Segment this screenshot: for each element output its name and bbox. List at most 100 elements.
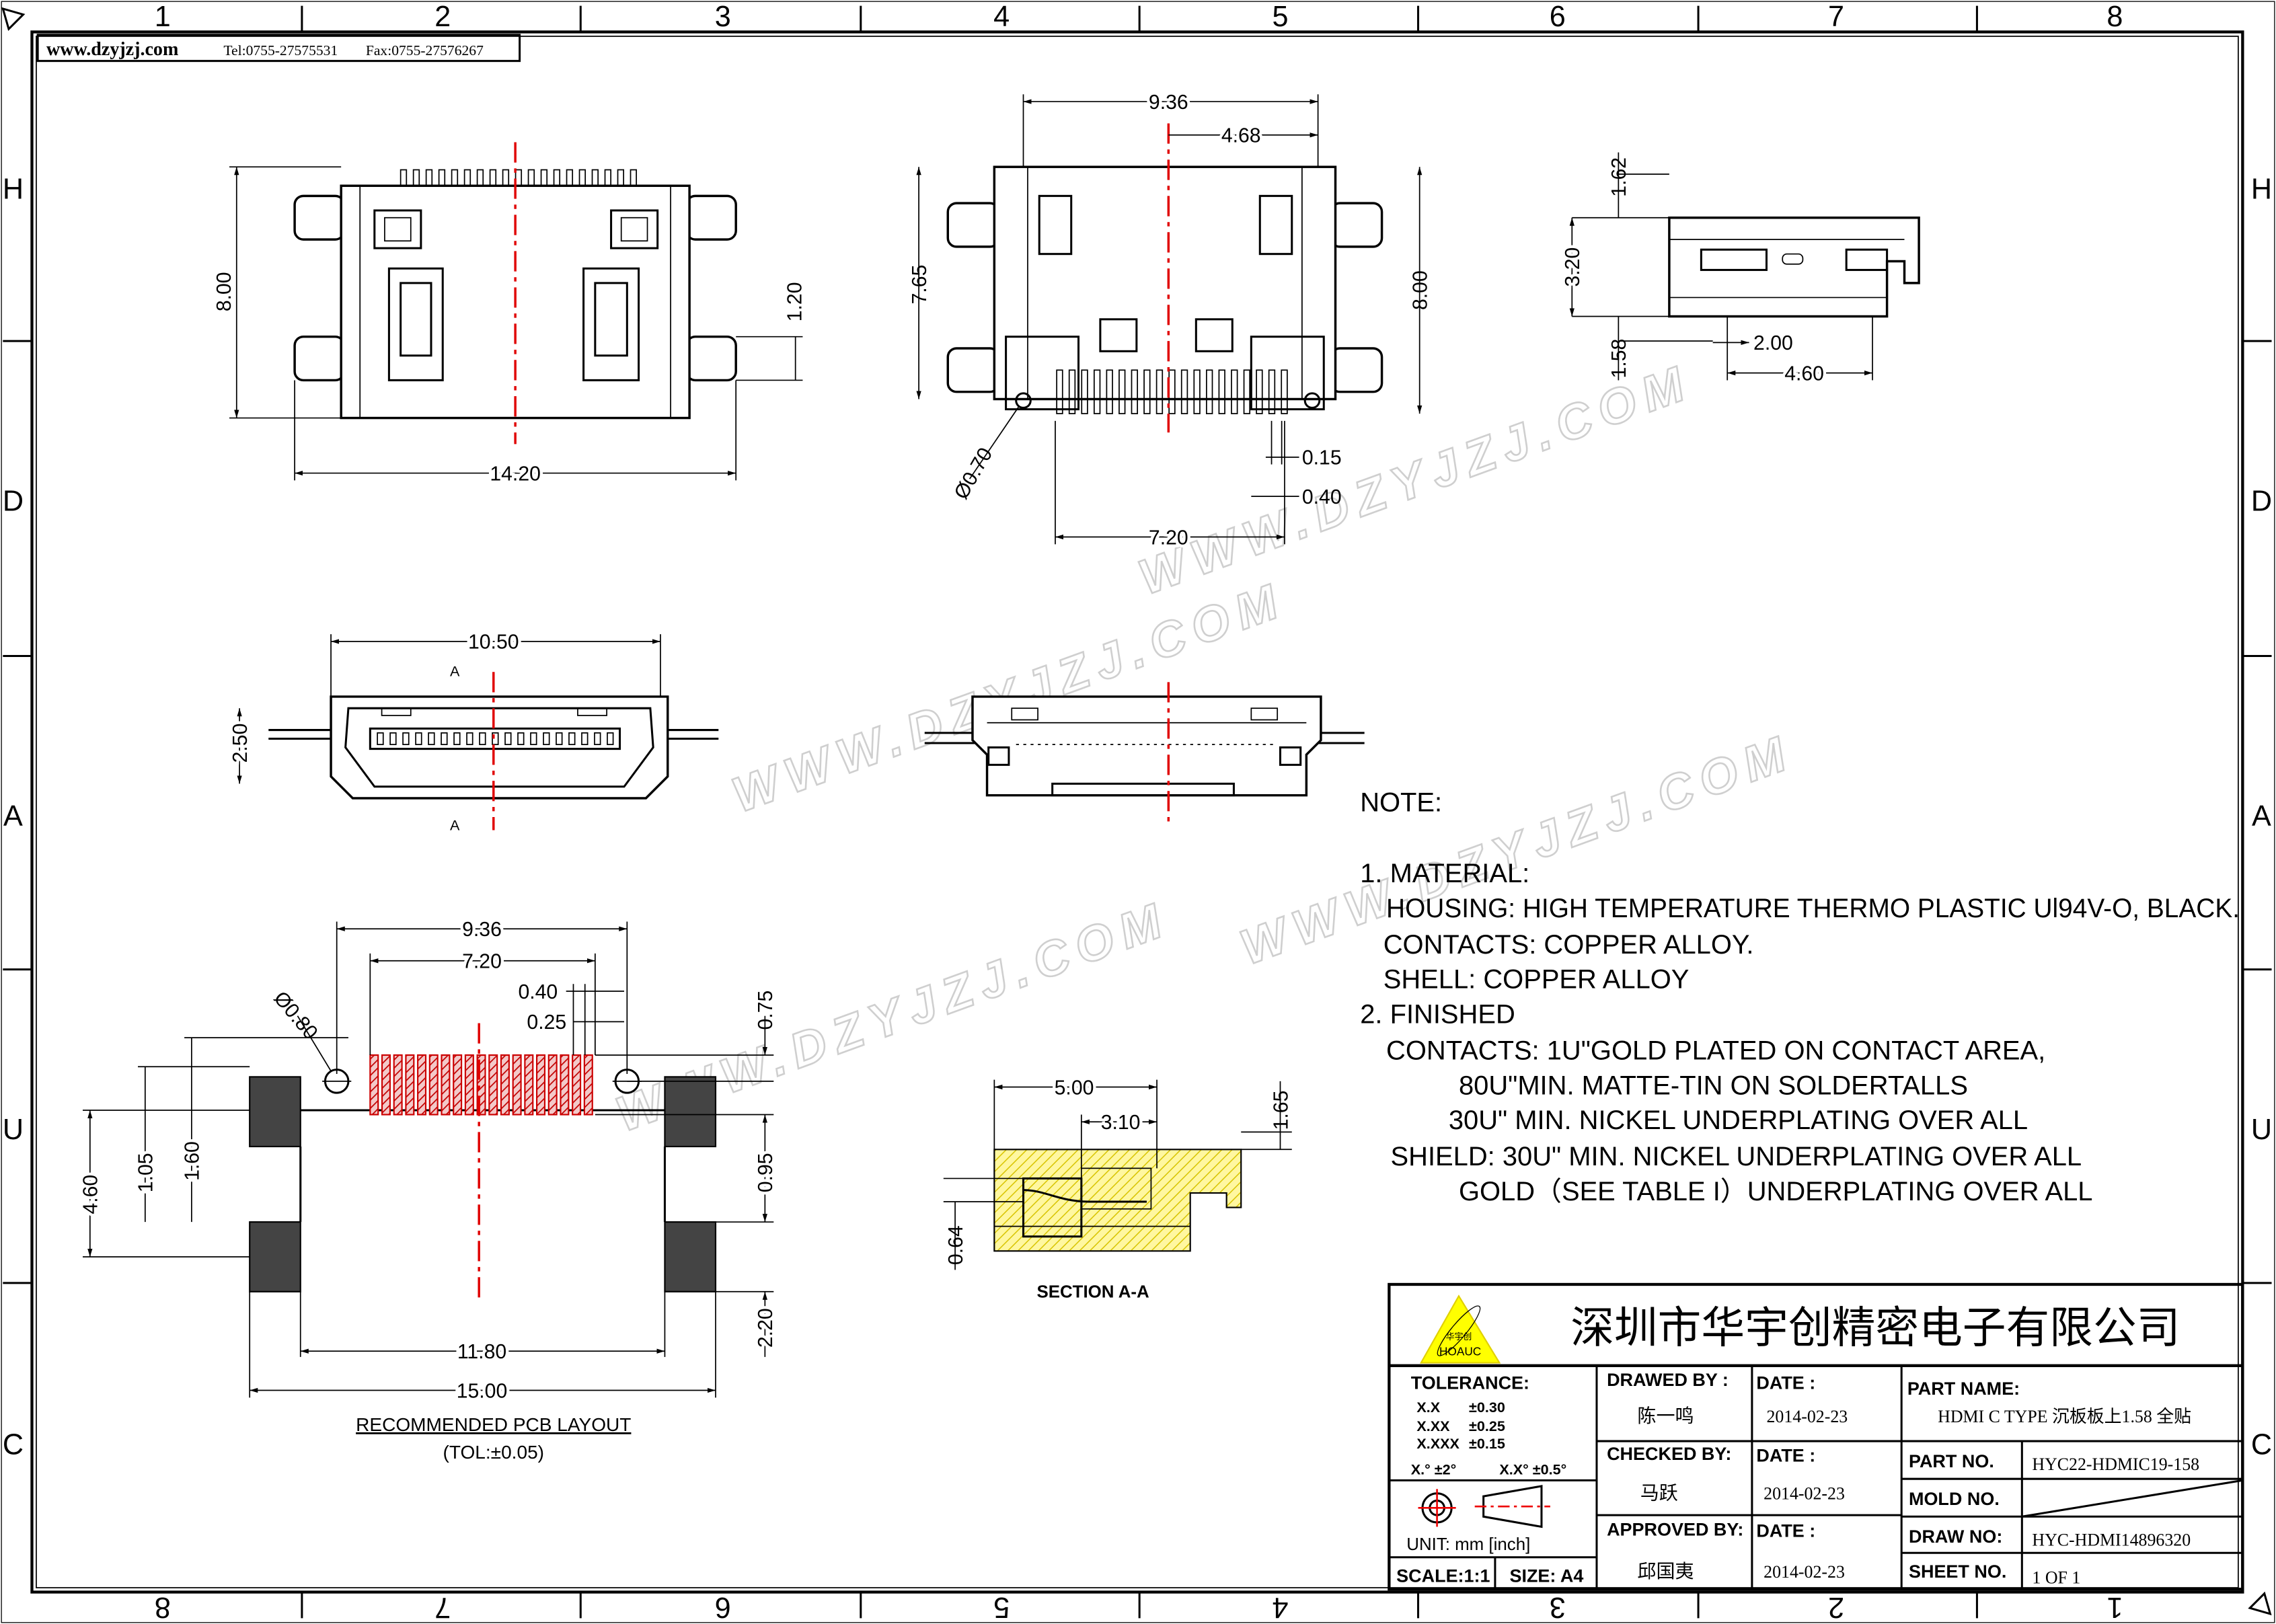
grid-col-label: 7 (434, 1591, 451, 1623)
dim-width: 9.36 (1149, 91, 1188, 114)
part-name-value: HDMI C TYPE 沉板板上1.58 全贴 (1938, 1407, 2191, 1426)
projection-symbol-icon (1418, 1485, 1550, 1529)
dim-side-4: 2.00 (1753, 332, 1793, 354)
dim-tab: 1.20 (784, 282, 806, 322)
contact-pin (540, 169, 548, 187)
grid-row-label: C (3, 1428, 24, 1461)
grid-col-label: 3 (715, 1, 731, 33)
contact-pin (527, 169, 535, 187)
contact-pin (466, 732, 473, 746)
contact-pin (1281, 369, 1288, 414)
grid-row-label: H (2251, 173, 2272, 206)
contact-pin (438, 169, 446, 187)
pcb-layout-tolerance: (TOL:±0.05) (443, 1442, 544, 1463)
grid-col-label: 4 (1272, 1591, 1288, 1623)
grid-col-label: 8 (155, 1591, 171, 1623)
pcb-pad (405, 1054, 415, 1116)
grid-row-label: D (2251, 486, 2272, 518)
contact-pin (607, 732, 614, 746)
grid-col-label: 7 (1828, 1, 1844, 33)
size-label: SIZE: A4 (1509, 1565, 1583, 1586)
dim-220: 2.20 (755, 1308, 777, 1348)
contact-pin (517, 732, 525, 746)
dim-pitch: 0.40 (1302, 486, 1342, 508)
contact-pin (1155, 369, 1164, 414)
dim-1180: 11.80 (457, 1341, 506, 1363)
tel-text: Tel:0755-27575531 (223, 42, 338, 59)
top-view: 8.00 14.20 1.20 (213, 142, 806, 488)
website-text: www.dzyjzj.com (46, 39, 178, 60)
grid-col-label: 1 (155, 1, 171, 33)
logo-text: 华宇创 (1446, 1331, 1472, 1342)
pcb-pad (583, 1054, 593, 1116)
contact-pin (425, 169, 433, 187)
dim-064: 0.64 (945, 1225, 967, 1265)
date-label: DATE : (1756, 1372, 1815, 1393)
date-label: DATE : (1756, 1445, 1815, 1465)
angle-tolerance: X.X° ±0.5° (1499, 1461, 1566, 1478)
dim-hole: Ø0.80 (269, 987, 321, 1044)
contact-pin (377, 732, 384, 746)
note-line: GOLD（SEE TABLE I）UNDERPLATING OVER ALL (1459, 1177, 2093, 1206)
contact-pin (415, 732, 422, 746)
grid-row-label: U (3, 1114, 24, 1146)
contact-pin (1081, 369, 1088, 414)
title-block: 华宇创 HOAUC 深圳市华宇创精密电子有限公司 TOLERANCE: X.X … (1388, 1282, 2244, 1591)
dim-160: 1.60 (182, 1141, 204, 1181)
grid-col-label: 5 (1272, 1, 1288, 33)
pcb-pad (512, 1054, 522, 1116)
pcb-pad (453, 1054, 463, 1116)
checked-by-label: CHECKED BY: (1607, 1444, 1731, 1464)
dim-side-5: 4.60 (1784, 362, 1824, 385)
date-approved: 2014-02-23 (1763, 1562, 1845, 1582)
sheet-no-value: 1 OF 1 (2032, 1568, 2080, 1588)
contact-header: www.dzyjzj.com Tel:0755-27575531 Fax:075… (36, 34, 521, 63)
grid-col-label: 6 (1550, 1, 1566, 33)
angle-tolerance: X.° ±2° (1411, 1461, 1456, 1478)
bottom-view: 9.36 4.68 7.65 8.00 Ø0.70 0.15 0.40 7.20 (909, 89, 1432, 552)
orientation-mark-icon (1, 7, 26, 32)
grid-col-label: 2 (434, 1, 451, 33)
pcb-pad (572, 1054, 582, 1116)
section-view: 5.00 3.10 1.65 0.64 SECTION A-A (943, 1074, 1292, 1301)
contact-pin (568, 732, 576, 746)
grid-col-label: 8 (2107, 1, 2123, 33)
note-line: 2. FINISHED (1360, 1000, 1515, 1030)
contact-pin (428, 732, 435, 746)
dim-500: 5.00 (1055, 1077, 1094, 1099)
contact-pin (1268, 369, 1276, 414)
section-mark: A (450, 663, 460, 680)
approved-by-value: 邱国夷 (1637, 1561, 1694, 1582)
contact-pin (1068, 369, 1076, 414)
contact-pin (604, 169, 612, 187)
pcb-pad (547, 1054, 558, 1116)
fax-text: Fax:0755-27576267 (366, 42, 484, 59)
pcb-pad (500, 1054, 510, 1116)
date-label: DATE : (1756, 1521, 1815, 1541)
contact-pin (1193, 369, 1201, 414)
contact-pin (400, 169, 408, 187)
dim-pin-width: 0.15 (1302, 447, 1342, 469)
grid-row-label: A (2252, 800, 2271, 833)
contact-pin (630, 169, 638, 187)
drawed-by-label: DRAWED BY : (1607, 1370, 1729, 1390)
contact-pin (556, 732, 563, 746)
contact-pin (1056, 369, 1063, 414)
note-line: CONTACTS: 1U"GOLD PLATED ON CONTACT AREA… (1386, 1036, 2045, 1065)
dim-height-left: 7.65 (909, 265, 931, 305)
dim-165: 1.65 (1270, 1091, 1292, 1130)
note-line: 80U"MIN. MATTE-TIN ON SOLDERTALLS (1459, 1071, 1968, 1100)
section-title: SECTION A-A (1036, 1282, 1149, 1301)
tolerance-label: TOLERANCE: (1411, 1372, 1529, 1393)
tolerance-value: ±0.15 (1469, 1435, 1505, 1452)
contact-pin (402, 732, 410, 746)
tolerance-value: ±0.30 (1469, 1399, 1505, 1416)
pcb-layout: 9.36 7.20 0.40 0.25 Ø0.80 0.75 0.95 2.20… (77, 916, 780, 1463)
dim-310: 3.10 (1101, 1112, 1141, 1134)
contact-pin (617, 169, 625, 187)
pcb-pad (393, 1054, 403, 1116)
contact-pin (479, 732, 486, 746)
dim-hole: Ø0.70 (950, 444, 997, 503)
grid-row-label: D (3, 486, 24, 518)
contact-pin (578, 169, 586, 187)
